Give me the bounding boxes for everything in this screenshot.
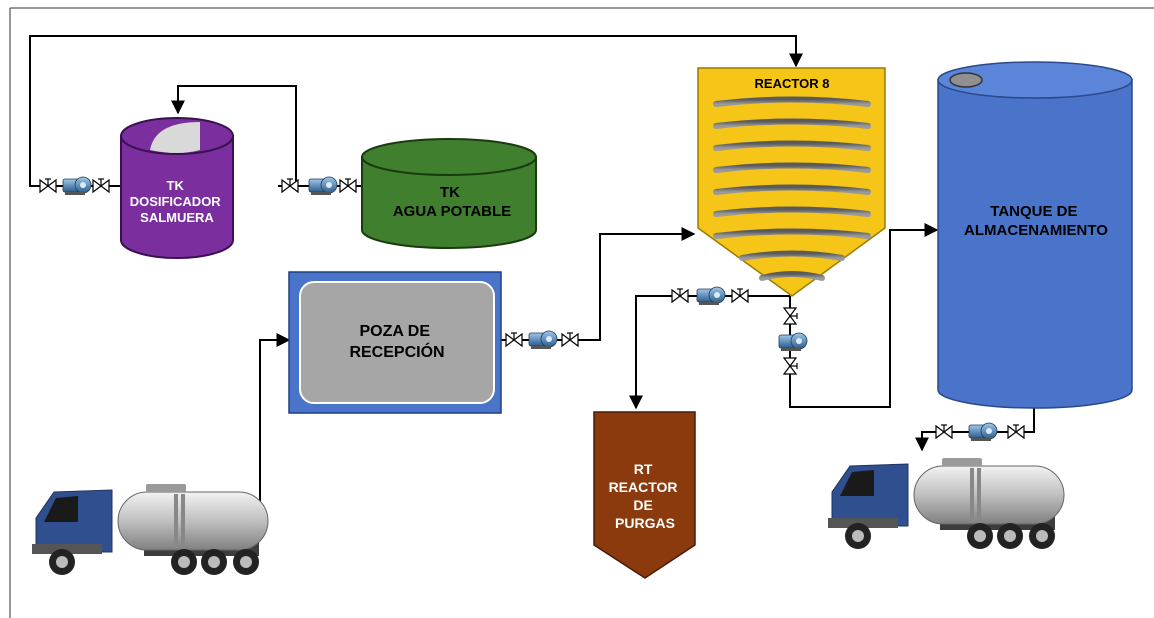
tanker-truck-icon (826, 456, 1066, 551)
reactor-purge-fittings (671, 286, 749, 306)
valve-icon[interactable] (671, 288, 689, 303)
purge-reactor-label: RT REACTOR DE PURGAS (609, 461, 682, 531)
pump-icon[interactable] (308, 176, 338, 196)
valve-icon[interactable] (92, 178, 110, 193)
valve-icon[interactable] (783, 307, 798, 325)
pool-outlet-fittings (505, 330, 579, 350)
valve-icon[interactable] (783, 357, 798, 375)
reception-pool-label: POZA DE RECEPCIÓN (349, 323, 444, 361)
potable-water-tank[interactable]: TK AGUA POTABLE (361, 138, 537, 249)
reactor-coils (713, 96, 871, 281)
storage-tank-label: TANQUE DE ALMACENAMIENTO (964, 203, 1108, 239)
valve-icon[interactable] (505, 332, 523, 347)
tanker-truck-icon (30, 482, 270, 577)
reactor-8[interactable]: REACTOR 8 (697, 67, 886, 297)
valve-icon[interactable] (731, 288, 749, 303)
water-line-fittings (281, 176, 357, 196)
valve-icon[interactable] (935, 424, 953, 439)
water-tank-label: TK AGUA POTABLE (393, 184, 511, 220)
brine-dosing-tank[interactable]: TK DOSIFICADOR SALMUERA (120, 117, 234, 259)
pump-icon[interactable] (528, 330, 558, 350)
pump-icon[interactable] (968, 422, 998, 442)
brine-line-fittings (39, 176, 110, 196)
reception-pool[interactable]: POZA DE RECEPCIÓN (288, 271, 502, 414)
pump-icon[interactable] (62, 176, 92, 196)
storage-tank[interactable]: TANQUE DE ALMACENAMIENTO (937, 61, 1133, 409)
valve-icon[interactable] (1007, 424, 1025, 439)
valve-icon[interactable] (39, 178, 57, 193)
reactor-label: REACTOR 8 (755, 76, 830, 91)
pump-icon[interactable] (696, 286, 726, 306)
valve-icon[interactable] (561, 332, 579, 347)
reactor-outlet-fittings (778, 307, 808, 375)
valve-icon[interactable] (339, 178, 357, 193)
storage-outlet-fittings (935, 422, 1025, 442)
pump-icon[interactable] (778, 332, 808, 352)
purge-reactor[interactable]: RT REACTOR DE PURGAS (593, 411, 696, 579)
brine-tank-label: TK DOSIFICADOR SALMUERA (130, 178, 225, 225)
